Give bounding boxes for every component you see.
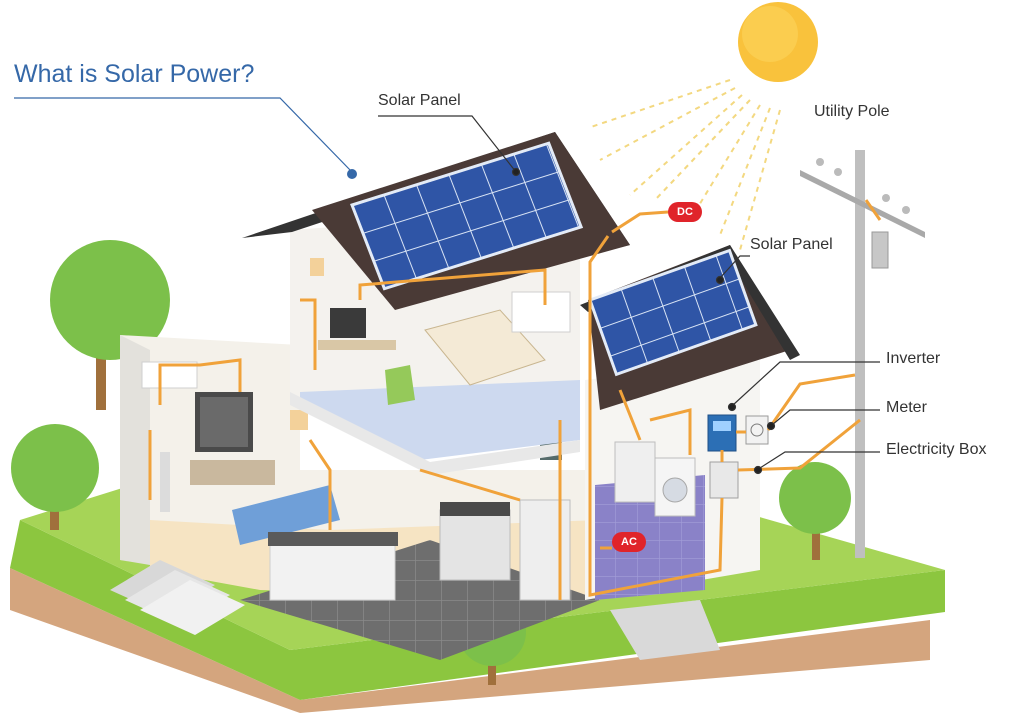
sun-icon (738, 2, 818, 82)
tree-front-left (11, 424, 99, 530)
title-pointer (14, 97, 357, 179)
label-solar-panel-main: Solar Panel (378, 92, 461, 109)
dc-badge: DC (668, 202, 702, 222)
tree-right (779, 462, 851, 560)
tree-back-left (50, 240, 170, 410)
label-solar-panel-garage: Solar Panel (750, 236, 833, 253)
label-meter: Meter (886, 399, 927, 416)
sun-rays (587, 79, 781, 251)
page-title: What is Solar Power? (14, 60, 255, 88)
label-electricity-box: Electricity Box (886, 441, 987, 458)
label-leaders (378, 115, 880, 475)
inverter-icon (707, 414, 737, 452)
main-roof (242, 132, 630, 310)
label-utility-pole: Utility Pole (814, 103, 890, 120)
meter-icon (745, 415, 769, 445)
label-inverter: Inverter (886, 350, 941, 367)
stairs (110, 560, 245, 635)
solar-panel-garage (588, 248, 758, 377)
garage-roof (580, 245, 800, 410)
electricity-box-icon (709, 461, 739, 499)
utility-pole (800, 150, 925, 558)
solar-panel-main (350, 141, 584, 291)
kitchen (240, 440, 600, 660)
ac-badge: AC (612, 532, 646, 552)
